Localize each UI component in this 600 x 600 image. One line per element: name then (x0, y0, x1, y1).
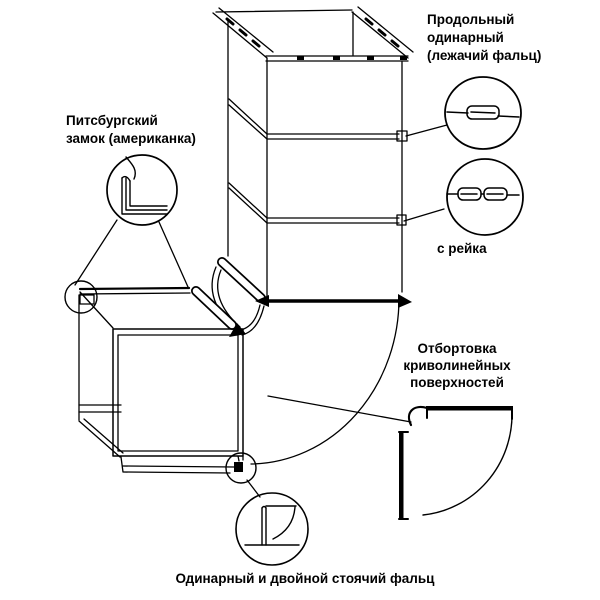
duct-left-flange-tabs (225, 17, 261, 48)
pittsburgh-lock-glyph (121, 156, 168, 215)
batten-seam-callout-circle (446, 158, 524, 236)
label-pittsburgh-lock: Питсбургский замок (американка) (66, 113, 196, 146)
callout-lying-seam (444, 76, 522, 150)
duct-back-rim (215, 9, 353, 13)
duct-right-flange (351, 6, 414, 59)
duct-front-rim-tabs (297, 56, 407, 60)
duct-left-flange (212, 7, 274, 59)
label-flanging: Отбортовка криволинейных поверхностей (403, 341, 511, 390)
arrow-left (255, 295, 269, 307)
label-longitudinal-seam: Продольный одинарный (лежачий фальц) (427, 12, 542, 63)
batten-seam-leader (403, 208, 445, 222)
label-standing-seam: Одинарный и двойной стоячий фальц (175, 571, 435, 586)
duct-seam-2 (228, 182, 407, 226)
corner-marker-circle (64, 280, 98, 314)
bottom-seam-mark (234, 462, 243, 472)
callout-batten-seam (446, 158, 524, 236)
flanging-side-bar-ticks (398, 431, 409, 520)
batten-seam-glyph (446, 187, 520, 201)
box-top-edge-inner (79, 292, 191, 295)
corner-marker (64, 280, 98, 314)
box-top-left-edge (79, 291, 114, 329)
standing-seam-leader (246, 479, 261, 498)
duct-elbow (191, 257, 266, 336)
bottom-marker (225, 452, 257, 484)
duct-right-flange-tabs (364, 17, 400, 48)
flanging-top-bar (426, 406, 513, 411)
standing-seam-glyph (244, 505, 300, 546)
flanging-leader (267, 395, 412, 423)
box-front-face-inner (117, 334, 239, 452)
lower-duct-section (78, 286, 244, 474)
flanging-hook (407, 405, 429, 427)
box-bottom-left-edge (78, 418, 124, 458)
elbow-sweep-arc (250, 295, 400, 465)
label-batten-seam: с рейка (437, 241, 487, 256)
box-left-face-seam (78, 404, 122, 413)
corner-seam-mark (79, 294, 95, 305)
elbow-seam-batten-lower-fill (192, 287, 236, 329)
flanging-side-bar (399, 431, 404, 520)
bottom-marker-circle (225, 452, 257, 484)
box-right-edge-tail (237, 455, 244, 462)
arrow-box-corner (229, 323, 246, 337)
pittsburgh-callout-circle (106, 154, 178, 226)
vertical-duct (212, 6, 414, 303)
leader-lines (74, 124, 448, 498)
flanging-detail (398, 405, 513, 520)
elbow-seam-batten-upper-fill (218, 258, 265, 302)
flange-arrowheads (229, 294, 412, 337)
box-top-edge (78, 286, 191, 291)
duct-seam-1 (228, 98, 408, 142)
lying-seam-callout-circle (444, 76, 522, 150)
box-front-face (112, 328, 244, 457)
lying-seam-glyph (446, 105, 520, 120)
pittsburgh-tangent-right (158, 221, 189, 288)
callout-standing-seam (235, 492, 309, 566)
lying-seam-leader (405, 124, 448, 137)
flanging-curve (422, 412, 513, 516)
flanging-top-bar-ticks (426, 409, 513, 420)
arrow-right (398, 294, 412, 308)
callout-pittsburgh-lock (106, 154, 178, 226)
standing-seam-callout-circle (235, 492, 309, 566)
pittsburgh-tangent-left (74, 219, 118, 286)
box-bottom-band (120, 456, 235, 474)
